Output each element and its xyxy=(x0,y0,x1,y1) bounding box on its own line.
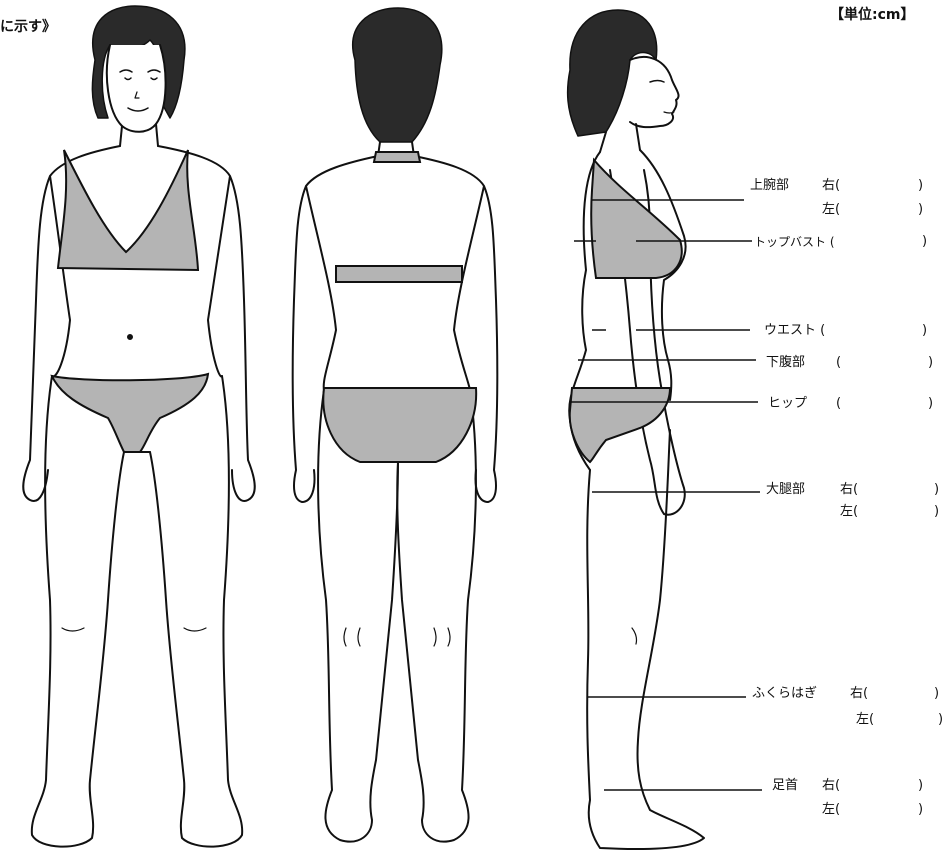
ankle-left-close: ) xyxy=(918,802,923,818)
back-hair xyxy=(353,8,442,142)
back-halter-neck xyxy=(374,152,420,162)
top-bust-label: トップバスト ( xyxy=(754,234,835,250)
calf-label: ふくらはぎ xyxy=(752,686,817,702)
ankle-right-close: ) xyxy=(918,778,923,794)
hip-open: ( xyxy=(836,396,841,412)
thigh-left: 左( xyxy=(840,504,858,520)
upper-arm-left-close: ) xyxy=(918,202,923,218)
ankle-label: 足首 xyxy=(772,778,798,794)
hip-close: ) xyxy=(928,396,933,412)
calf-right-close: ) xyxy=(934,686,939,702)
back-bikini-strap xyxy=(336,266,462,282)
upper-arm-label: 上腕部 xyxy=(750,178,789,194)
thigh-left-close: ) xyxy=(934,504,939,520)
waist-label: ウエスト ( xyxy=(764,323,825,339)
side-bikini-top xyxy=(591,160,682,278)
lower-abdomen-close: ) xyxy=(928,355,933,371)
side-face xyxy=(630,57,679,127)
thigh-label: 大腿部 xyxy=(766,482,805,498)
top-bust-close: ) xyxy=(922,234,927,250)
upper-arm-left: 左( xyxy=(822,202,840,218)
thigh-right-close: ) xyxy=(934,482,939,498)
front-bikini-bottom xyxy=(52,374,208,452)
lower-abdomen-open: ( xyxy=(836,355,841,371)
calf-right: 右( xyxy=(850,686,868,702)
ankle-left: 左( xyxy=(822,802,840,818)
waist-close: ) xyxy=(922,323,927,339)
ankle-right: 右( xyxy=(822,778,840,794)
thigh-right: 右( xyxy=(840,482,858,498)
upper-arm-right: 右( xyxy=(822,178,840,194)
header-left-note: に示す》 xyxy=(0,19,56,35)
upper-arm-right-close: ) xyxy=(918,178,923,194)
side-bikini-bottom xyxy=(570,388,670,462)
front-bikini-top xyxy=(58,150,198,270)
unit-label: 【単位:cm】 xyxy=(830,7,915,23)
calf-left: 左( xyxy=(856,712,874,728)
back-bikini-bottom xyxy=(323,388,476,462)
calf-left-close: ) xyxy=(938,712,943,728)
lower-abdomen-label: 下腹部 xyxy=(766,355,805,371)
measurement-lines xyxy=(570,200,762,790)
side-hair xyxy=(568,10,657,136)
hip-label: ヒップ xyxy=(768,396,807,412)
front-face xyxy=(107,45,166,132)
